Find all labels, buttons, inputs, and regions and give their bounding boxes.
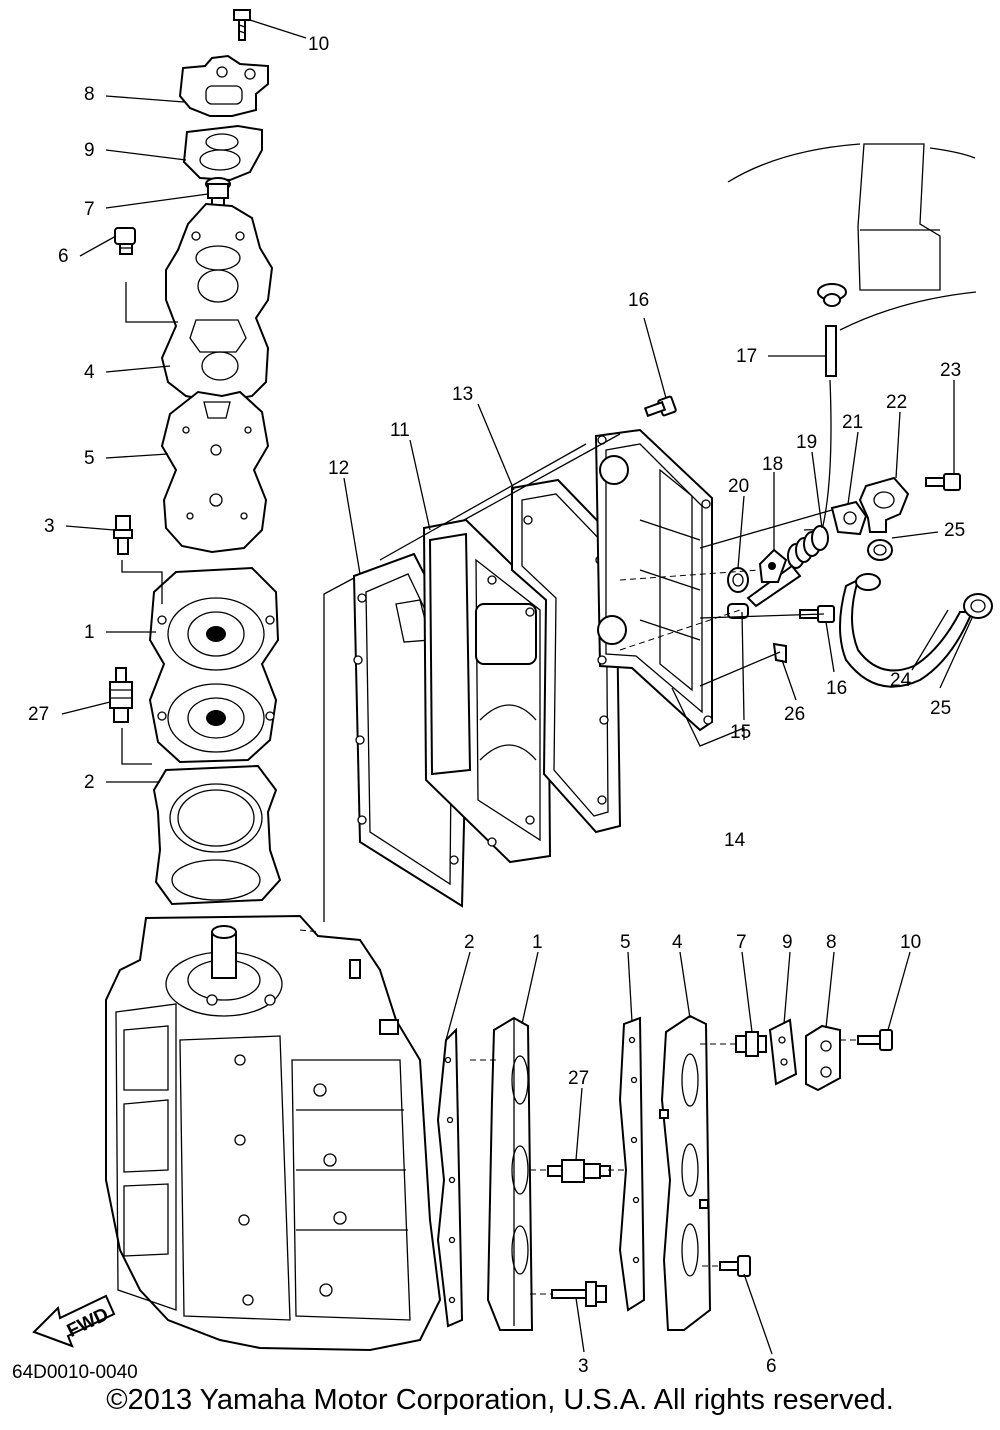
callout-17: 17 [736,346,757,367]
housing-4-top[interactable] [160,202,274,404]
gasket-9-side[interactable] [768,1018,798,1086]
bolt-10-side[interactable] [857,1029,893,1051]
callout-3-left: 3 [44,516,55,537]
callout-4-side: 4 [672,932,683,953]
bolt-16-top[interactable] [643,395,677,418]
callout-4-top: 4 [84,362,95,383]
callout-15: 15 [730,722,751,743]
callout-5-left: 5 [84,448,95,469]
callout-6-left: 6 [58,246,69,267]
callout-numbers: 10 8 9 7 6 4 5 3 1 27 2 12 11 13 16 17 2… [28,34,965,1377]
cover-8-side[interactable] [805,1024,841,1092]
callout-9-top: 9 [84,140,95,161]
callout-2-side: 2 [464,932,475,953]
callout-10-side: 10 [900,932,921,953]
clamp-25-lower[interactable] [963,593,993,619]
callout-3-side: 3 [578,1356,589,1377]
gasket-5-left[interactable] [160,390,270,554]
callout-16-top: 16 [628,290,649,311]
gasket-21[interactable] [830,500,868,536]
callout-19: 19 [796,432,817,453]
callout-8-side: 8 [826,932,837,953]
clamp-25-upper[interactable] [867,539,893,561]
leader-lines [61,19,973,1355]
callout-26: 26 [784,704,805,725]
callout-11: 11 [390,420,410,441]
fitting-7-side[interactable] [735,1031,767,1057]
bolt-6-side[interactable] [719,1255,751,1277]
callout-22: 22 [886,392,907,413]
plate-11[interactable] [422,518,552,864]
callout-27-left: 27 [28,704,49,725]
gasket-13[interactable] [511,478,622,834]
callout-16-lower: 16 [826,678,847,699]
callout-13: 13 [452,384,473,405]
hose-19[interactable] [746,379,832,608]
plug-3-left[interactable] [113,515,133,555]
seal-20[interactable] [727,567,749,593]
callout-7-top: 7 [84,199,95,220]
cylinder-head-1-left[interactable] [148,566,280,764]
callout-25-lower: 25 [930,698,951,719]
callout-1-left: 1 [84,622,95,643]
tube-17[interactable] [825,325,837,377]
bolt-23[interactable] [925,473,961,491]
callout-7-side: 7 [736,932,747,953]
spark-plug-27-side[interactable] [547,1159,611,1183]
callout-20: 20 [728,476,749,497]
callout-23: 23 [940,360,961,381]
callout-18: 18 [762,454,783,475]
callout-24: 24 [890,670,912,691]
copyright-notice: ©2013 Yamaha Motor Corporation, U.S.A. A… [106,1384,894,1416]
callout-9-side: 9 [782,932,793,953]
spark-plug-27-left[interactable] [109,667,133,723]
callout-6-side: 6 [766,1356,777,1377]
assembly-lines [121,282,858,1295]
bolt-6-left[interactable] [114,227,136,255]
callout-25-upper: 25 [944,520,965,541]
callout-27-side: 27 [568,1068,589,1089]
callout-2-left: 2 [84,772,95,793]
grommet-17-top[interactable] [817,283,847,307]
elbow-22[interactable] [858,476,910,533]
engine-block [105,914,442,1352]
callout-1-side: 1 [532,932,543,953]
callout-14: 14 [724,830,746,851]
callout-8-top: 8 [84,84,95,105]
callout-21: 21 [842,412,863,433]
callout-5-side: 5 [620,932,631,953]
housing-4-side[interactable] [659,1014,712,1331]
bolt-10-top[interactable] [233,9,251,41]
diagram-code: 64D0010-0040 [12,1362,138,1383]
head-gasket-2-side[interactable] [436,1027,464,1328]
exhaust-cover-14[interactable] [594,428,713,732]
head-gasket-2-left[interactable] [152,764,282,906]
gasket-9-top[interactable] [182,124,263,182]
cover-8-top[interactable] [178,54,269,117]
plug-3-side[interactable] [551,1281,607,1307]
callout-12: 12 [328,458,349,479]
clip-26[interactable] [772,642,787,664]
gasket-5-side[interactable] [618,1016,646,1312]
fitting-18[interactable] [758,548,788,583]
cylinder-head-1-side[interactable] [486,1016,534,1331]
upper-housing-outline [727,143,977,331]
callout-10-top: 10 [308,34,329,55]
fwd-arrow: FWD [32,1294,116,1348]
